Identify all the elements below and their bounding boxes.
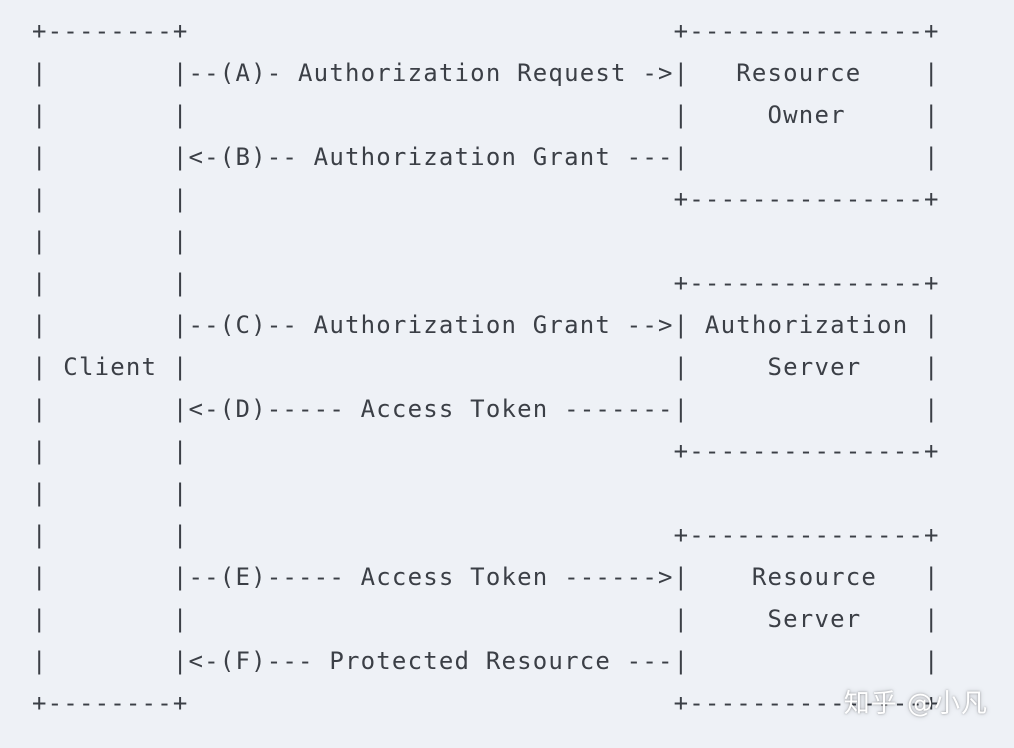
diagram-line: +--------+ +---------------+	[32, 689, 940, 717]
diagram-line: | |--(C)-- Authorization Grant -->| Auth…	[32, 311, 940, 339]
diagram-line: | Client | | Server |	[32, 353, 940, 381]
diagram-line: | |--(E)----- Access Token ------>| Reso…	[32, 563, 940, 591]
diagram-line: | | +---------------+	[32, 437, 940, 465]
diagram-line: | | +---------------+	[32, 269, 940, 297]
diagram-line: | |	[32, 227, 189, 255]
diagram-line: | | | Server |	[32, 605, 940, 633]
diagram-line: | | +---------------+	[32, 521, 940, 549]
diagram-line: | |<-(F)--- Protected Resource ---| |	[32, 647, 940, 675]
diagram-line: | | +---------------+	[32, 185, 940, 213]
ascii-diagram: +--------+ +---------------+ | |--(A)- Au…	[32, 10, 940, 724]
diagram-line: | |<-(D)----- Access Token -------| |	[32, 395, 940, 423]
diagram-line: | | | Owner |	[32, 101, 940, 129]
diagram-line: | |	[32, 479, 189, 507]
diagram-line: | |<-(B)-- Authorization Grant ---| |	[32, 143, 940, 171]
watermark-text: 知乎 @小凡	[843, 689, 988, 719]
diagram-line: | |--(A)- Authorization Request ->| Reso…	[32, 59, 940, 87]
diagram-line: +--------+ +---------------+	[32, 17, 940, 45]
